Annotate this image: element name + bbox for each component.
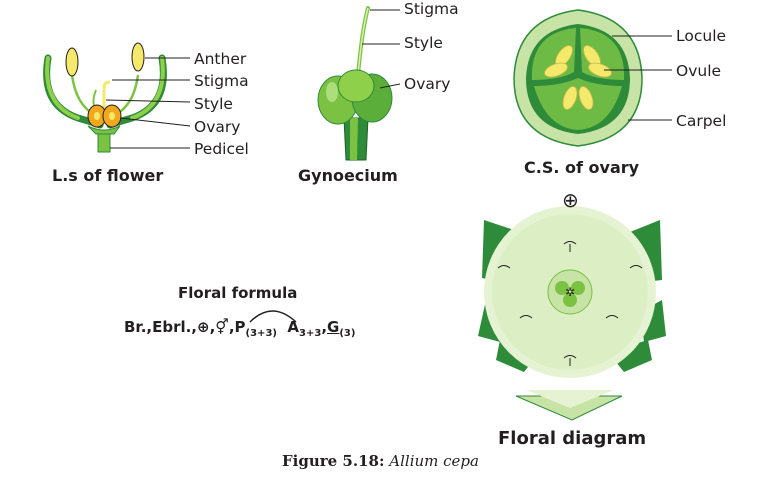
label-anther: Anther bbox=[194, 50, 247, 68]
label-stigma: Stigma bbox=[194, 72, 249, 90]
flower-ls-drawing bbox=[43, 42, 167, 153]
gynoecium-label-stigma: Stigma bbox=[404, 0, 459, 18]
ovary-cs-leaders bbox=[604, 35, 672, 121]
label-style: Style bbox=[194, 95, 233, 113]
gynoecium-drawing bbox=[317, 6, 393, 161]
flower-ls-title: L.s of flower bbox=[52, 166, 164, 185]
ovary-cs-title: C.S. of ovary bbox=[524, 158, 640, 177]
ovary-label-locule: Locule bbox=[676, 27, 727, 45]
formula-androecium-sub: 3+3 bbox=[299, 328, 322, 339]
label-pedicel: Pedicel bbox=[194, 140, 249, 158]
gynoecium-leaders bbox=[362, 9, 401, 89]
actinomorphic-symbol: ⊕ bbox=[562, 188, 579, 212]
flower-ls-leaders bbox=[105, 57, 191, 149]
label-ovary: Ovary bbox=[194, 118, 241, 136]
gynoecium-title: Gynoecium bbox=[298, 166, 398, 185]
formula-gynoecium: G bbox=[327, 318, 340, 336]
ovary-label-carpel: Carpel bbox=[676, 112, 727, 130]
perianth-union-arc bbox=[249, 310, 297, 323]
formula-androecium: A bbox=[287, 318, 300, 336]
gynoecium-label-ovary: Ovary bbox=[404, 75, 451, 93]
formula-perianth: P bbox=[234, 318, 246, 336]
figure-caption: Figure 5.18: Allium cepa bbox=[282, 452, 479, 470]
gynoecium-label-style: Style bbox=[404, 34, 443, 52]
floral-diagram-drawing: ✲ bbox=[478, 206, 666, 421]
ovary-label-ovule: Ovule bbox=[676, 62, 722, 80]
caption-figure-number: Figure 5.18: bbox=[282, 452, 385, 470]
caption-species: Allium cepa bbox=[389, 452, 479, 470]
floral-diagram-title: Floral diagram bbox=[498, 428, 647, 449]
floral-formula: Br.,Ebrl.,⊕,⚥,P(3+3) A3+3,G(3) bbox=[124, 318, 356, 339]
svg-text:✲: ✲ bbox=[565, 285, 575, 299]
formula-gynoecium-sub: (3) bbox=[339, 328, 356, 339]
floral-formula-heading: Floral formula bbox=[178, 284, 298, 302]
formula-prefix: Br.,Ebrl.,⊕, bbox=[124, 318, 216, 336]
formula-sex-symbol: ⚥ bbox=[215, 318, 229, 336]
formula-perianth-sub: (3+3) bbox=[245, 328, 277, 339]
ovary-cs-drawing bbox=[513, 9, 643, 147]
